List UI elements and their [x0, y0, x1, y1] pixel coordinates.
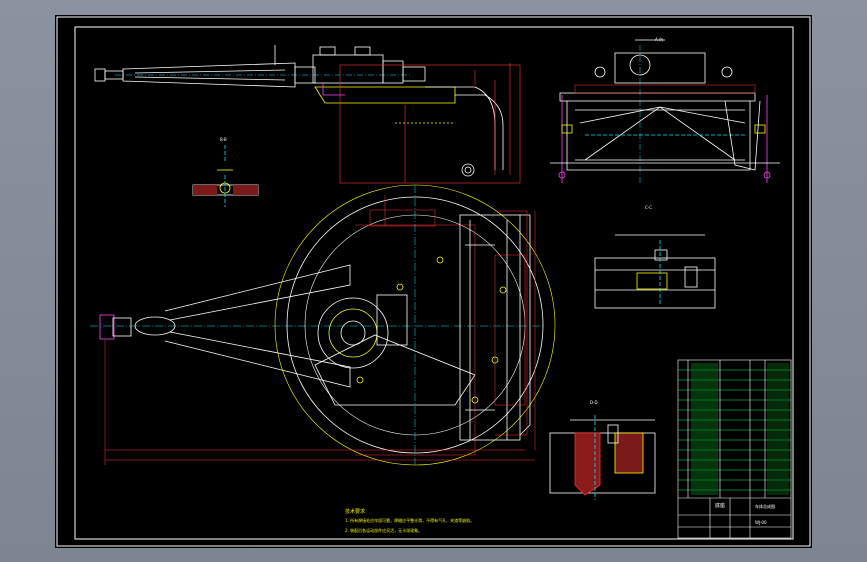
title-block-part-name: 车体总成图	[755, 504, 775, 509]
front-view-base	[550, 39, 780, 185]
view-label-cc: C-C	[645, 205, 653, 210]
detail-bb	[594, 234, 716, 309]
view-label-dd: D-D	[590, 400, 598, 405]
inner-frame	[74, 26, 794, 540]
outer-frame	[56, 16, 811, 547]
side-view-arm	[94, 45, 521, 184]
detail-dd	[549, 415, 656, 500]
title-block-drawing-name: 底座	[715, 503, 726, 509]
view-label-a: A 向	[655, 37, 664, 42]
view-label-bb: B-B	[220, 137, 227, 142]
drawing-sheet: 技术要求 1. 所有焊接处应牢固可靠，焊缝应平整光滑，不得有气孔、夹渣等缺陷。 …	[55, 15, 812, 548]
title-block-drawing-no: WJ-00	[755, 520, 767, 525]
tech-note-2: 2. 装配后各运动部件应灵活，无卡滞现象。	[345, 528, 423, 533]
parts-list-table	[677, 359, 792, 539]
tech-requirements-title: 技术要求	[345, 509, 366, 515]
plan-view-chassis	[90, 184, 556, 466]
detail-section-small	[192, 145, 259, 207]
cad-drawing	[56, 16, 811, 547]
tech-note-1: 1. 所有焊接处应牢固可靠，焊缝应平整光滑，不得有气孔、夹渣等缺陷。	[345, 518, 475, 523]
